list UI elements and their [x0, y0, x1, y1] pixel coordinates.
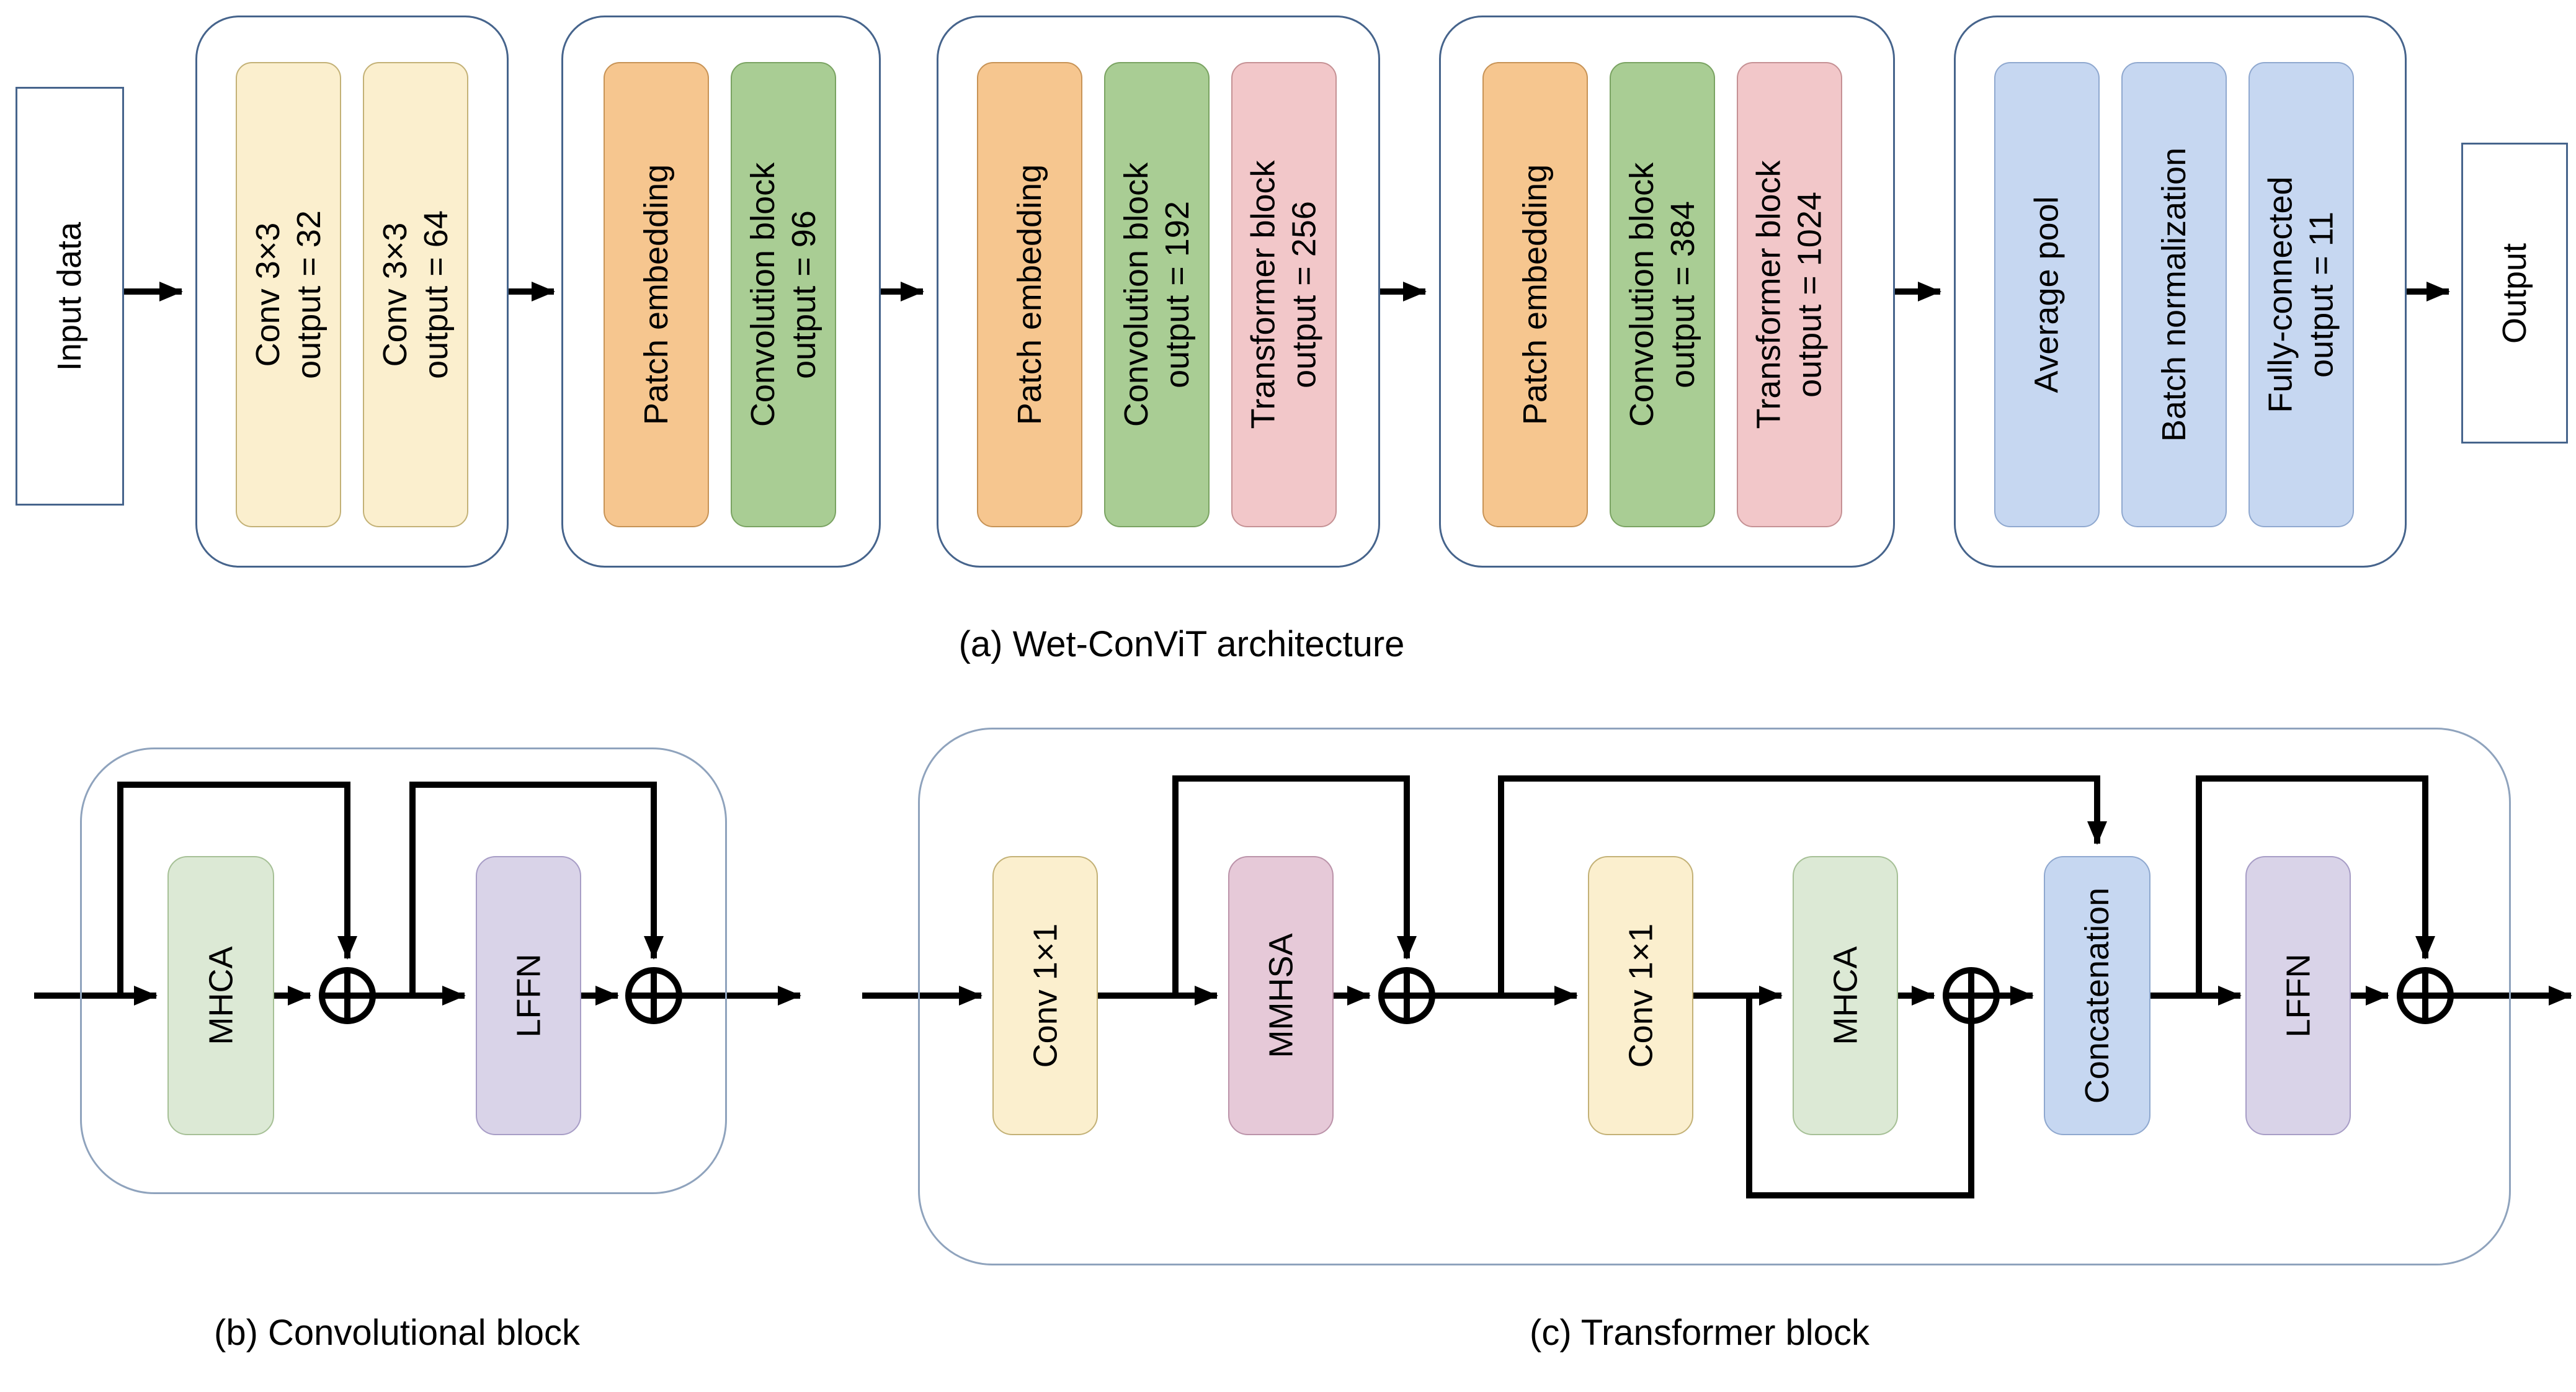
block-mmhsa: MMHSA [1228, 856, 1334, 1135]
conv-block-container [80, 747, 727, 1194]
block-patch-embedding-1: Patch embedding [604, 62, 709, 527]
block-label: Convolution block output = 96 [744, 162, 823, 427]
block-label: Conv 3×3 output = 64 [377, 210, 455, 379]
block-label: MMHSA [1262, 933, 1299, 1058]
block-conv3x3-32: Conv 3×3 output = 32 [236, 62, 341, 527]
caption-transformer-block: (c) Transformer block [1530, 1313, 1870, 1353]
caption-conv-block: (b) Convolutional block [214, 1313, 580, 1353]
group-stage-1 [561, 16, 881, 568]
block-label: Average pool [2028, 196, 2066, 393]
block-conv1x1-first: Conv 1×1 [992, 856, 1098, 1135]
block-label: Convolution block output = 384 [1623, 162, 1702, 427]
block-label: Convolution block output = 192 [1118, 162, 1197, 427]
block-convolution-384: Convolution block output = 384 [1610, 62, 1715, 527]
output-box: Output [2461, 143, 2568, 444]
group-stage-3 [1439, 16, 1895, 568]
block-patch-embedding-2: Patch embedding [977, 62, 1082, 527]
block-label: Batch normalization [2155, 147, 2193, 442]
block-label: MHCA [1827, 946, 1864, 1045]
block-label: Conv 1×1 [1622, 923, 1660, 1068]
block-conv1x1-second: Conv 1×1 [1588, 856, 1693, 1135]
block-mhca-transformer: MHCA [1793, 856, 1898, 1135]
block-lffn-transformer: LFFN [2245, 856, 2351, 1135]
block-label: MHCA [202, 946, 239, 1045]
group-stage-2 [937, 16, 1380, 568]
block-average-pool: Average pool [1994, 62, 2100, 527]
block-label: LFFN [510, 953, 547, 1038]
block-label: Patch embedding [1517, 164, 1554, 426]
block-label: Concatenation [2079, 887, 2116, 1104]
block-label: Transformer block output = 256 [1245, 160, 1324, 429]
input-data-label: Input data [51, 221, 89, 371]
block-label: Patch embedding [638, 164, 675, 426]
block-mhca-conv: MHCA [167, 856, 274, 1135]
input-data-box: Input data [16, 87, 124, 506]
output-label: Output [2495, 243, 2533, 344]
block-label: LFFN [2280, 953, 2317, 1038]
block-transformer-1024: Transformer block output = 1024 [1737, 62, 1842, 527]
block-convolution-96: Convolution block output = 96 [731, 62, 836, 527]
block-concatenation: Concatenation [2044, 856, 2150, 1135]
block-batch-normalization: Batch normalization [2121, 62, 2227, 527]
transformer-block-container [918, 728, 2511, 1265]
block-label: Transformer block output = 1024 [1750, 160, 1829, 429]
block-lffn-conv: LFFN [476, 856, 581, 1135]
block-label: Patch embedding [1011, 164, 1049, 426]
block-label: Conv 1×1 [1027, 923, 1064, 1068]
group-stem [195, 16, 509, 568]
block-convolution-192: Convolution block output = 192 [1104, 62, 1210, 527]
block-patch-embedding-3: Patch embedding [1482, 62, 1588, 527]
block-transformer-256: Transformer block output = 256 [1231, 62, 1337, 527]
block-fully-connected-11: Fully-connected output = 11 [2248, 62, 2354, 527]
block-label: Conv 3×3 output = 32 [249, 210, 328, 379]
caption-architecture: (a) Wet-ConViT architecture [958, 624, 1405, 664]
block-label: Fully-connected output = 11 [2262, 176, 2341, 413]
group-head [1954, 16, 2407, 568]
block-conv3x3-64: Conv 3×3 output = 64 [363, 62, 468, 527]
